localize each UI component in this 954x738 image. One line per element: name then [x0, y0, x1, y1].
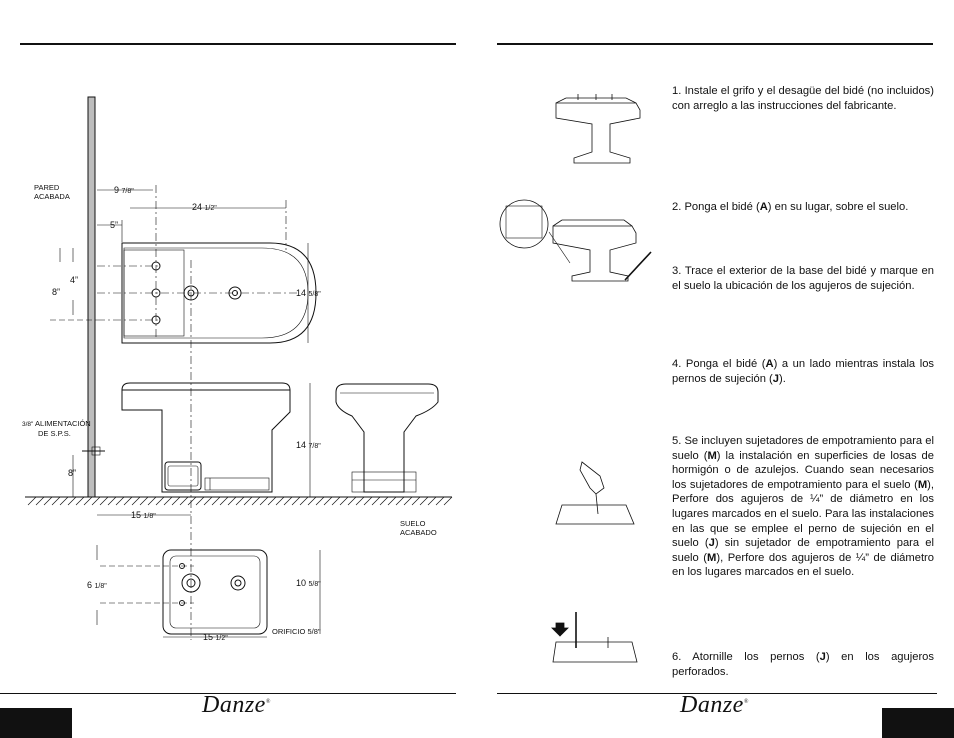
danze-logo-left: Danze® [202, 692, 271, 718]
floor-label-line-1: SUELO [400, 519, 426, 528]
bidet-illustration-step-2 [499, 199, 652, 282]
brand-text: Danze [202, 692, 266, 718]
step-text: ), Perfore dos agujeros de ¼” de diámetr… [672, 478, 934, 550]
part-letter: J [772, 372, 779, 385]
dim-fraction: 7/8" [121, 188, 134, 195]
dim-value: 6 [87, 580, 93, 590]
step-text: ) en su lugar, sobre el suelo. [767, 201, 909, 213]
drill-illustration [555, 461, 635, 525]
step-text: ). [778, 372, 786, 385]
bidet-side-view [121, 389, 291, 493]
step-text: ) en los agujeros perforados. [672, 651, 934, 678]
step-3: 3. Trace el exterior de la base del bidé… [672, 265, 934, 292]
part-letter: A [765, 358, 774, 370]
bolt-illustration [551, 612, 638, 663]
orifice-label: ORIFICIO 5/8" [272, 627, 321, 636]
dim-six: 6 1/8" [87, 580, 107, 590]
wall-label-line-1: PARED [34, 183, 60, 192]
part-letter: M [707, 449, 717, 462]
dim-value: 14 [296, 440, 307, 450]
part-letter: J [708, 537, 715, 550]
floor-label: SUELO ACABADO [400, 519, 437, 537]
dim-ten: 10 5/8" [296, 578, 321, 588]
bottom-rule-right [497, 693, 937, 694]
orifice-fraction: 5/8" [307, 627, 321, 636]
top-rule-left [20, 43, 456, 45]
page-tab-left [0, 708, 72, 738]
supply-label-line-2: DE S.P.S. [38, 429, 71, 438]
dim-fraction: 1/2" [215, 635, 228, 642]
step-text: 5. Se incluyen sujetadores de empotramie… [672, 435, 934, 462]
dim-value: 24 [192, 202, 203, 212]
wall-label: PARED ACABADA [34, 183, 70, 201]
supply-label-line-1: ALIMENTACIÓN [35, 419, 91, 428]
dim-value: 15 [131, 510, 142, 520]
step-text: 4. Ponga el bidé ( [672, 358, 766, 370]
floor-hatching [27, 496, 453, 506]
bottom-rule-left [0, 693, 456, 694]
part-letter: J [819, 651, 826, 663]
step-text: 2. Ponga el bidé ( [672, 201, 760, 213]
step-text: ) a un lado mientras instala los pernos … [672, 358, 935, 385]
dim-eight-top: 8” [52, 287, 61, 297]
step-4: 4. Ponga el bidé (A) a un lado mientras … [672, 357, 934, 386]
wall-label-line-2: ACABADA [34, 192, 70, 201]
step-text: ) la instalación en superficies de losas… [672, 449, 934, 491]
step-6: 6. Atornille los pernos (J) en los aguje… [672, 650, 934, 679]
bidet-base-plan [162, 549, 268, 635]
step-1: 1. Instale el grifo y el desagüe del bid… [672, 85, 934, 112]
dim-height: 14 7/8" [296, 440, 321, 450]
part-letter: M [707, 551, 717, 564]
dim-fifteen-top: 15 1/8" [131, 510, 156, 520]
bidet-top-view [121, 242, 317, 344]
danze-logo-right: Danze® [680, 692, 749, 718]
dim-fraction: 5/8" [308, 291, 321, 298]
supply-label: 3/8" ALIMENTACIÓN DE S.P.S. [22, 419, 91, 438]
floor-label-line-2: ACABADO [400, 528, 437, 537]
dim-fraction: 1/8" [143, 513, 156, 520]
dim-eight-bottom: 8” [68, 468, 77, 478]
dim-value: 14 [296, 288, 307, 298]
top-rule-right [497, 43, 933, 45]
supply-fraction: 3/8" [22, 421, 34, 428]
part-letter: M [917, 478, 928, 491]
page-tab-right [882, 708, 954, 738]
orifice-label-text: ORIFICIO [272, 627, 306, 636]
bidet-front-view [335, 383, 439, 493]
dim-fraction: 5/8" [308, 581, 321, 588]
dim-five: 5” [110, 220, 119, 230]
dim-fraction: 1/8" [94, 583, 107, 590]
bidet-illustration-step-1 [555, 94, 641, 164]
part-letter: A [759, 201, 768, 213]
step-text: 6. Atornille los pernos ( [672, 651, 820, 663]
dim-four: 4” [70, 275, 79, 285]
dim-length: 24 1/2" [192, 202, 217, 212]
step-text: ), Perfore dos agujeros de ¼” de diámetr… [672, 551, 934, 579]
dim-fifteen-bottom: 15 1/2" [203, 632, 228, 642]
brand-text: Danze [680, 692, 744, 718]
dim-width: 14 5/8" [296, 288, 321, 298]
dim-fraction: 1/2" [204, 205, 217, 212]
step-2: 2. Ponga el bidé (A) en su lugar, sobre … [672, 200, 934, 215]
dim-value: 10 [296, 578, 307, 588]
dim-value: 15 [203, 632, 214, 642]
dim-wall-offset: 9 7/8" [114, 185, 134, 195]
step-5: 5. Se incluyen sujetadores de empotramie… [672, 434, 934, 580]
dim-value: 9 [114, 185, 120, 195]
dim-fraction: 7/8" [308, 443, 321, 450]
step-text: ) sin sujetador de empotramiento para el… [672, 537, 934, 564]
